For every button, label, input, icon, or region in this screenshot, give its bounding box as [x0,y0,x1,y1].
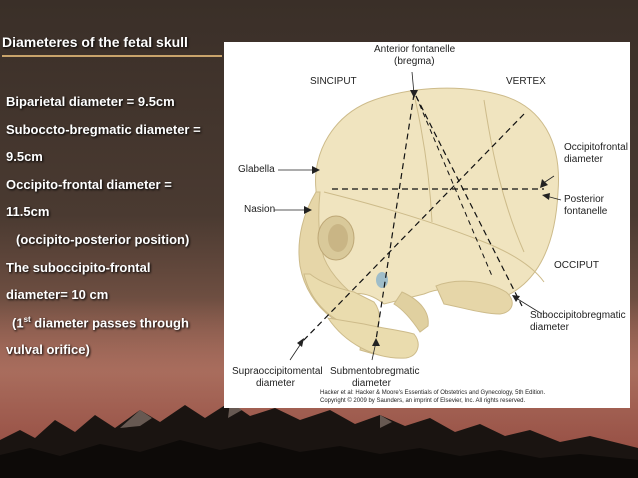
label-occiput: OCCIPUT [554,260,599,271]
skull-illustration [224,42,630,408]
text-fragment: (1 [12,315,24,330]
label-occipitofrontal: Occipitofrontal [564,142,628,153]
skull-figure: Anterior fontanelle (bregma) SINCIPUT VE… [224,42,630,408]
slide-title: Diameteres of the fetal skull [2,34,188,50]
label-suboccipitobregmatic-diameter: diameter [530,322,569,333]
text-line: 11.5cm [6,204,49,219]
text-line: Occipito-frontal diameter = [6,177,172,192]
text-line: (occipito-posterior position) [16,232,189,247]
label-vertex: VERTEX [506,76,546,87]
label-suboccipitobregmatic: Suboccipitobregmatic [530,310,626,321]
label-submentobregmatic-diameter: diameter [352,378,391,389]
label-bregma: (bregma) [394,56,435,67]
label-submentobregmatic: Submentobregmatic [330,366,420,377]
text-line: diameter= 10 cm [6,287,108,302]
label-occipitofrontal-diameter: diameter [564,154,603,165]
label-nasion: Nasion [244,204,275,215]
text-line: (1st diameter passes through [12,315,189,330]
label-supraoccipitomental-diameter: diameter [256,378,295,389]
text-line: The suboccipito-frontal [6,260,150,275]
label-anterior-fontanelle: Anterior fontanelle [374,44,455,55]
text-line: 9.5cm [6,149,43,164]
title-underline [2,55,222,57]
superscript: st [24,315,31,324]
label-supraoccipitomental: Supraoccipitomental [232,366,323,377]
text-line: Suboccto-bregmatic diameter = [6,122,201,137]
text-fragment: diameter passes through [31,315,189,330]
text-line: Biparietal diameter = 9.5cm [6,94,175,109]
label-sinciput: SINCIPUT [310,76,357,87]
figure-credit: Hacker et al: Hacker & Moore's Essential… [320,390,545,397]
text-line: vulval orifice) [6,342,90,357]
label-glabella: Glabella [238,164,275,175]
label-posterior: Posterior [564,194,604,205]
figure-copyright: Copyright © 2009 by Saunders, an imprint… [320,398,525,405]
label-fontanelle: fontanelle [564,206,607,217]
